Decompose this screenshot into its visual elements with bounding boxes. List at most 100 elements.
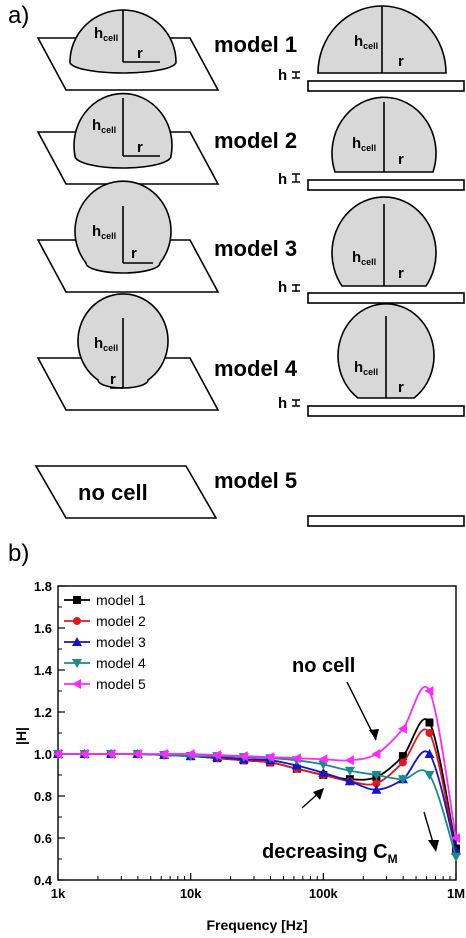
y-tick-label: 0.6 [34,831,52,846]
model-4-profile: hcell r h [278,302,465,417]
series-model-2 [54,728,460,857]
legend-swatch-marker [72,679,81,689]
y-tick-label: 1.4 [34,663,53,678]
data-point [451,845,461,855]
model-3-profile: hcell r h [278,196,465,304]
data-point [344,776,355,786]
data-point [318,767,329,777]
model-4-3d-h-label: hcell [94,335,118,353]
data-point [425,729,434,737]
data-point [185,749,195,759]
data-point [424,749,435,758]
x-axis-title: Frequency [Hz] [206,917,307,933]
data-point [106,749,116,759]
model-3-title: model 3 [214,236,297,261]
panel-b-label: b) [8,540,30,567]
model-4-3d-r-label: r [110,371,116,388]
data-point [318,754,328,765]
model-5-title: model 5 [214,468,297,493]
data-point [397,723,407,734]
model-1-gap-h-label: h [278,67,287,84]
data-point [344,755,354,766]
model-2-gap-h-label: h [278,171,287,188]
data-point [132,749,142,759]
decreasing-cm-annotation-text: decreasing CM [262,841,398,866]
panel-a-label: a) [8,2,30,29]
legend-label: model 2 [96,613,146,629]
legend-label: model 5 [96,676,146,692]
x-tick-label: 100k [309,886,339,901]
model-1-row: hcell r model 1 hcell r h [36,5,465,92]
data-point [425,718,434,727]
y-axis-title: |H| [13,727,29,745]
data-point [424,771,435,780]
y-tick-label: 1.0 [34,747,52,762]
model-1-title: model 1 [214,32,297,57]
model-2-profile-r-label: r [398,151,404,168]
model-4-gap-h-label: h [278,395,287,412]
model-3-3d-sketch: hcell r [36,180,220,293]
model-1-3d-sketch: hcell r [36,9,220,91]
data-point [371,749,381,759]
legend-item: model 1 [64,592,146,608]
x-tick-label: 1M [447,886,465,901]
legend: model 1 model 2 model 3 model 4 model 5 [64,592,146,692]
data-point [372,779,381,788]
data-point [238,751,248,762]
cell-models-diagram: hcell r model 1 hcell r h hcell r model … [34,5,465,527]
data-point [159,749,169,759]
model-5-no-cell-label: no cell [78,480,148,505]
model-2-3d-r-label: r [137,139,143,156]
x-tick-label: 10k [180,886,202,901]
data-point [371,771,382,780]
legend-item: model 4 [64,655,146,671]
model-3-row: hcell r model 3 hcell r h [36,180,465,304]
data-point [344,766,355,776]
model-4-row: hcell r model 4 hcell r h [36,293,465,417]
series-line [58,750,457,851]
data-point [451,852,461,862]
model-2-3d-h-label: hcell [92,117,116,135]
y-tick-label: 0.4 [34,873,53,888]
model-3-profile-h-label: hcell [352,249,376,267]
legend-swatch-marker [73,617,81,625]
legend-item: model 3 [64,634,146,650]
legend-item: model 2 [64,613,146,629]
model-1-3d-h-label: hcell [94,25,118,43]
model-3-3d-h-label: hcell [92,223,116,241]
data-point [53,749,62,759]
model-2-profile: hcell r h [278,96,465,191]
data-point [291,753,301,764]
data-point [398,758,407,767]
no-cell-annotation: no cell [292,655,379,741]
model-5-empty-substrate [34,465,218,519]
model-4-title: model 4 [214,356,298,381]
model-2-3d-sketch: hcell r [36,92,220,185]
model-1-profile: hcell r h [278,5,465,92]
legend-label: model 1 [96,592,146,608]
model-2-row: hcell r model 2 hcell r h [36,92,465,191]
model-1-profile-r-label: r [398,53,404,70]
model-3-profile-r-label: r [398,265,404,282]
data-point [451,833,460,843]
model-5-electrode [307,515,465,527]
series-line [58,728,457,853]
model-4-profile-h-label: hcell [354,359,378,377]
plot-frame [57,585,457,881]
data-point [265,752,275,763]
model-2-profile-h-label: hcell [352,135,376,153]
x-tick-label: 1k [51,886,66,901]
model-5-row: no cell model 5 [34,465,465,527]
legend-swatch-marker [72,637,82,646]
legend-label: model 3 [96,634,146,650]
data-point [79,749,89,759]
model-1-profile-h-label: hcell [354,33,378,51]
series-model-1 [54,718,460,853]
model-1-3d-r-label: r [137,45,143,62]
model-3-3d-r-label: r [131,245,137,262]
y-tick-label: 1.2 [34,705,52,720]
y-tick-label: 1.8 [34,579,52,594]
data-point [212,750,222,761]
model-3-gap-h-label: h [278,279,287,296]
